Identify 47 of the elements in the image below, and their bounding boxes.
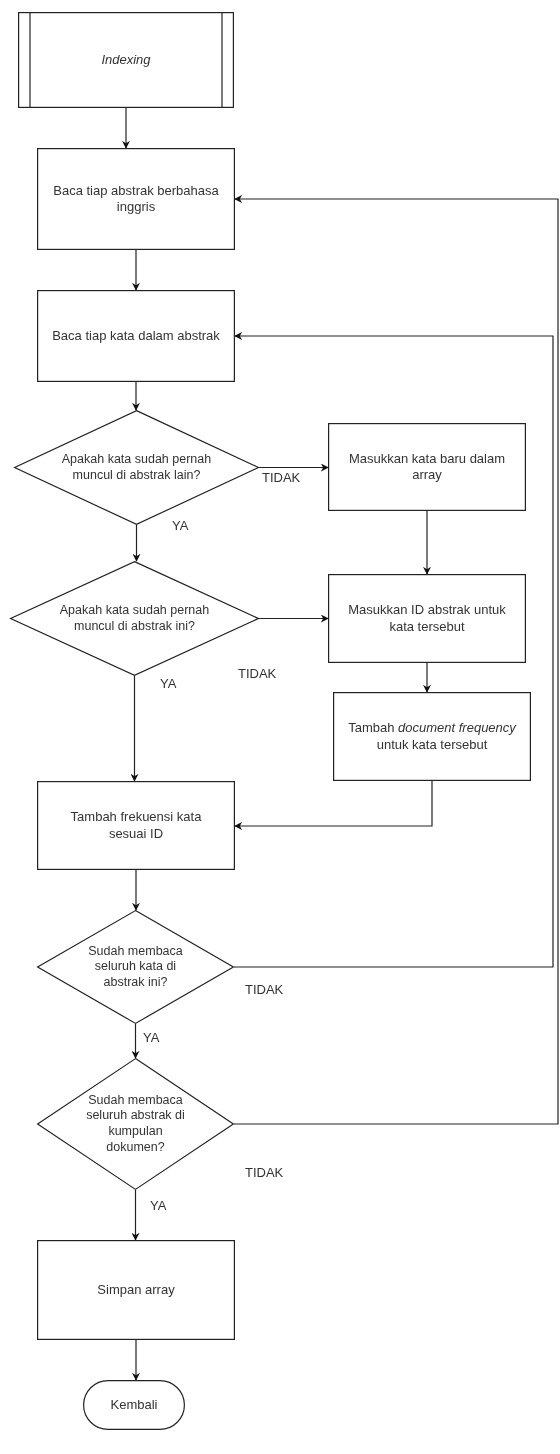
edge-label: TIDAK xyxy=(245,982,284,997)
edge-label: YA xyxy=(150,1198,167,1213)
arrow xyxy=(132,381,140,411)
node-text: Tambah document frequency untuk kata tersebut xyxy=(347,720,517,753)
edge-label: TIDAK xyxy=(245,1165,284,1180)
node-text: Baca tiap abstrak berbahasa inggris xyxy=(52,182,220,216)
node-text: Kembali xyxy=(110,1396,158,1414)
edge-label: YA xyxy=(143,1030,160,1045)
arrow xyxy=(234,780,433,830)
edge-label: YA xyxy=(160,676,177,691)
node-text: Simpan array xyxy=(97,1281,175,1299)
node-text: Apakah kata sudah pernah muncul di abstrak ini? xyxy=(59,602,210,635)
arrow xyxy=(258,463,329,472)
arrow xyxy=(131,1023,140,1059)
process-box xyxy=(328,574,526,663)
arrow xyxy=(130,675,139,782)
decision-diamond xyxy=(36,909,235,1025)
arrow xyxy=(132,1339,140,1381)
subprocess-box xyxy=(18,11,234,109)
arrow xyxy=(423,510,431,575)
node-text: Masukkan kata baru dalam array xyxy=(347,450,507,484)
arrow xyxy=(423,662,431,693)
node-text: Apakah kata sudah pernah muncul di abstrak lain? xyxy=(61,451,212,484)
process-box xyxy=(37,148,235,250)
node-text: Baca tiap kata dalam abstrak xyxy=(52,327,220,345)
arrow xyxy=(132,869,140,911)
decision-diamond xyxy=(36,1057,235,1191)
arrow xyxy=(233,195,559,1125)
arrow xyxy=(131,1189,140,1241)
node-text: Tambah frekuensi kata sesuai ID xyxy=(69,809,203,842)
node-text: Masukkan ID abstrak untuk kata tersebut xyxy=(347,602,507,635)
arrow xyxy=(132,524,141,562)
process-box xyxy=(328,423,526,511)
process-box xyxy=(333,692,531,781)
node-text: Sudah membaca seluruh kata di abstrak ini? xyxy=(87,943,184,991)
process-box xyxy=(37,1240,235,1340)
node-text: Sudah membaca seluruh abstrak di kumpulan dokumen? xyxy=(85,1092,186,1156)
edge-label: TIDAK xyxy=(238,666,277,681)
process-box xyxy=(37,290,235,382)
arrow xyxy=(258,614,329,623)
arrow xyxy=(132,249,140,291)
edge-label: YA xyxy=(172,518,189,533)
edge-label: TIDAK xyxy=(262,470,301,485)
process-box xyxy=(37,781,235,870)
arrow xyxy=(122,107,130,149)
arrow xyxy=(233,332,554,968)
node-text: Indexing xyxy=(101,51,151,69)
